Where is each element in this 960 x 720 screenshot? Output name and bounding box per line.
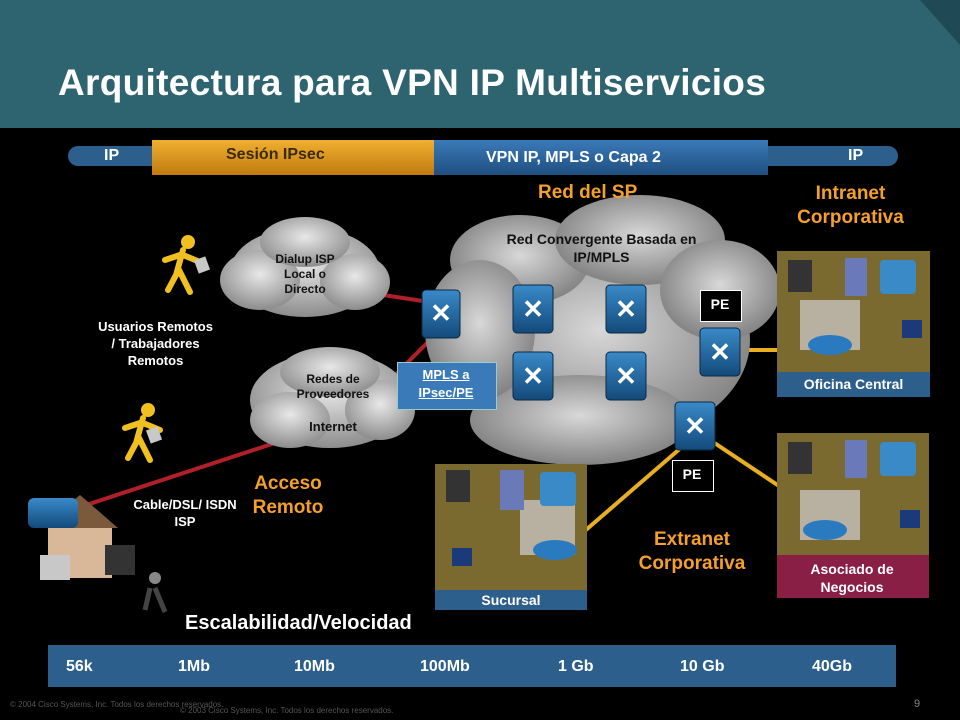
label-intranet: Intranet Corporativa — [797, 183, 904, 228]
label-extranet: Extranet Corporativa — [638, 529, 746, 574]
router-pe-top: ✕ — [699, 327, 741, 377]
label-partner: Asociado de Negocios — [810, 561, 894, 595]
bar-ip-left: IP — [104, 147, 120, 164]
pe-bottom-badge — [672, 460, 714, 492]
footer-copyright-1: © 2004 Cisco Systems, Inc. Todos los der… — [10, 700, 224, 709]
bar-vpn: VPN IP, MPLS o Capa 2 — [486, 149, 661, 166]
footer-copyright-2: © 2003 Cisco Systems, Inc. Todos los der… — [180, 706, 394, 715]
label-convergent: Red Convergente Basada en IP/MPLS — [506, 231, 697, 265]
router-core-3: ✕ — [512, 351, 554, 401]
svg-text:✕: ✕ — [430, 298, 452, 328]
label-branch: Sucursal — [481, 592, 541, 608]
speed-label: 10 Gb — [680, 658, 725, 675]
bar-ip-right: IP — [848, 147, 864, 164]
pe-top-badge — [700, 290, 742, 322]
svg-text:✕: ✕ — [522, 294, 544, 324]
label-internet: Internet — [309, 419, 357, 434]
speed-bar — [48, 645, 896, 687]
svg-text:✕: ✕ — [615, 361, 637, 391]
remote-user-2 — [122, 403, 163, 463]
speed-label: 40Gb — [812, 658, 853, 675]
corner-decoration — [920, 0, 960, 45]
label-red-sp: Red del SP — [538, 182, 638, 203]
speed-label: 1Mb — [178, 658, 210, 675]
label-providers: Redes de Proveedores — [296, 372, 370, 401]
speed-label: 1 Gb — [558, 658, 594, 675]
speed-label: 10Mb — [294, 658, 335, 675]
router-edge-remote: ✕ — [421, 289, 461, 339]
internet-cloud — [250, 347, 415, 448]
label-head-office: Oficina Central — [803, 376, 904, 392]
svg-text:✕: ✕ — [615, 294, 637, 324]
vpn-segment — [434, 140, 768, 175]
slide-title: Arquitectura para VPN IP Multiservicios — [58, 62, 767, 103]
router-core-2: ✕ — [605, 284, 647, 334]
label-mpls-ipsec: MPLS a IPsec/PE — [418, 367, 474, 400]
label-cable: Cable/DSL/ ISDN ISP — [133, 497, 237, 529]
dialup-cloud — [220, 217, 390, 317]
router-core-1: ✕ — [512, 284, 554, 334]
label-pe-top: PE — [710, 296, 730, 312]
router-pe-bottom: ✕ — [674, 401, 716, 451]
head-office-site — [777, 251, 930, 397]
router-core-4: ✕ — [605, 351, 647, 401]
branch-site — [435, 464, 587, 610]
home-office — [28, 495, 168, 613]
header-band — [0, 0, 960, 128]
speed-label: 56k — [66, 658, 93, 675]
label-remote-access: Acceso Remoto — [252, 473, 324, 518]
label-scalability: Escalabilidad/Velocidad — [185, 612, 412, 634]
svg-text:✕: ✕ — [522, 361, 544, 391]
page-number: 9 — [914, 698, 921, 710]
bar-ipsec: Sesión IPsec — [226, 146, 325, 163]
svg-text:✕: ✕ — [709, 337, 731, 367]
label-dialup: Dialup ISP Local o Directo — [275, 252, 335, 296]
svg-text:✕: ✕ — [684, 411, 706, 441]
remote-user-1 — [162, 235, 211, 295]
ipsec-segment — [152, 140, 434, 175]
label-remote-users: Usuarios Remotos / Trabajadores Remotos — [98, 319, 213, 368]
label-pe-bottom: PE — [682, 466, 702, 482]
speed-label: 100Mb — [420, 658, 470, 675]
mpls-ipsec-box — [397, 362, 497, 410]
partner-site — [777, 433, 929, 598]
